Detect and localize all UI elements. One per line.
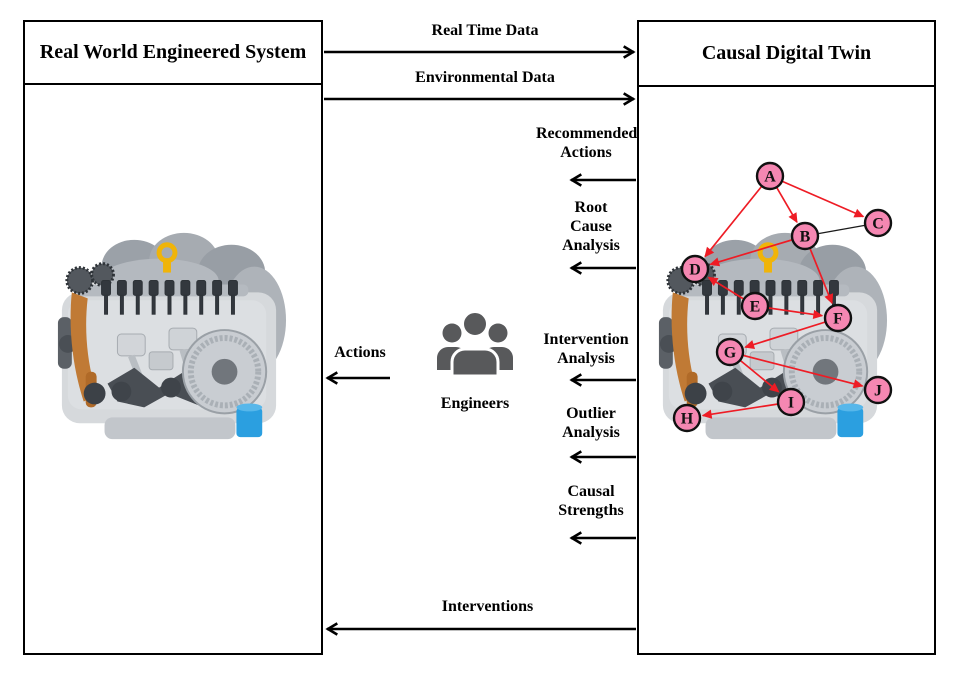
- real-time-data-label: Real Time Data: [431, 22, 539, 39]
- causal-digital-twin-panel: Causal Digital Twin: [637, 20, 936, 655]
- interventions-label: Interventions: [441, 598, 534, 615]
- outlier-analysis-label: Outlier Analysis: [562, 405, 620, 441]
- environmental-data-label: Environmental Data: [415, 69, 555, 86]
- recommended-actions-label: Recommended Actions: [536, 125, 638, 161]
- actions-label: Actions: [334, 344, 386, 361]
- real-world-system-title: Real World Engineered System: [25, 22, 321, 85]
- real-world-system-panel: Real World Engineered System: [23, 20, 323, 655]
- root-cause-analysis-label: Root Cause Analysis: [562, 199, 620, 254]
- causal-digital-twin-title: Causal Digital Twin: [639, 22, 934, 87]
- engineers-icon: [437, 310, 513, 378]
- engineers-label: Engineers: [440, 395, 510, 412]
- intervention-analysis-label: Intervention Analysis: [543, 331, 629, 367]
- causal-strengths-label: Causal Strengths: [558, 483, 624, 519]
